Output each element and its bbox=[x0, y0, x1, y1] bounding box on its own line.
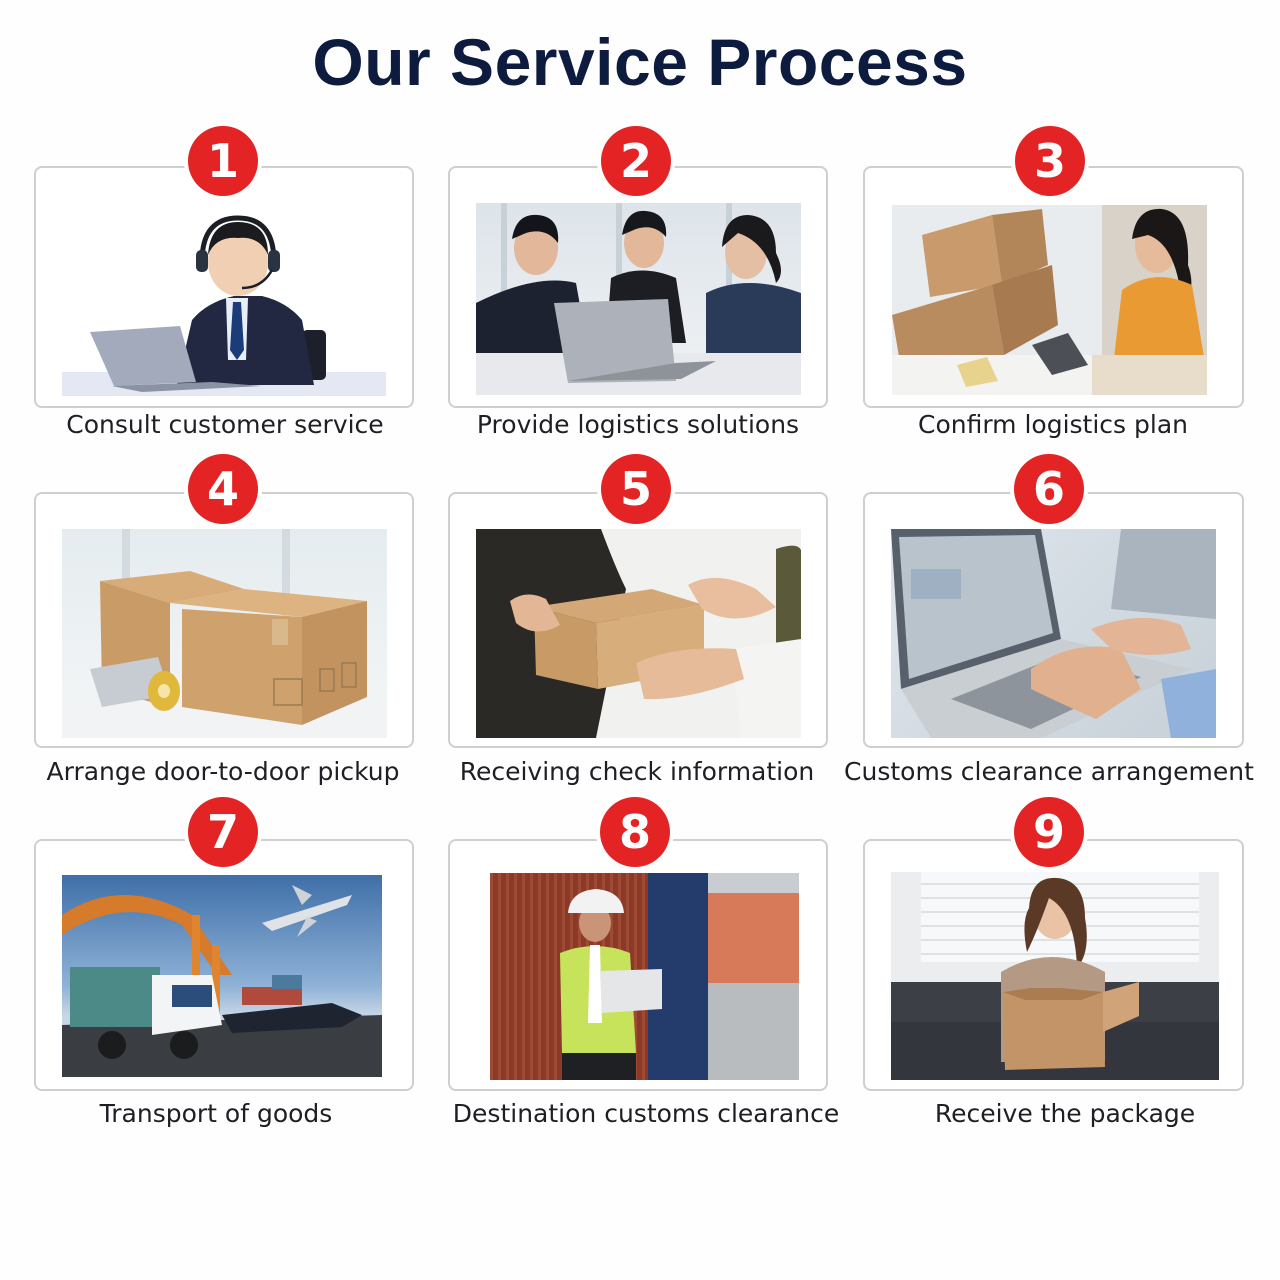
step-number-badge: 1 bbox=[188, 126, 258, 196]
step-label: Customs clearance arrangement bbox=[844, 757, 1254, 786]
step-number-badge: 6 bbox=[1014, 454, 1084, 524]
step-image bbox=[891, 529, 1216, 738]
step-label: Receive the package bbox=[934, 1099, 1196, 1128]
step-image bbox=[891, 872, 1219, 1080]
step-label: Destination customs clearance bbox=[452, 1099, 840, 1128]
step-image bbox=[476, 529, 801, 738]
page-title: Our Service Process bbox=[312, 25, 968, 99]
step-number-badge: 3 bbox=[1015, 126, 1085, 196]
step-number-badge: 8 bbox=[600, 797, 670, 867]
step-label: Consult customer service bbox=[66, 410, 384, 439]
step-image bbox=[490, 873, 799, 1080]
step-number-badge: 5 bbox=[601, 454, 671, 524]
step-image bbox=[62, 210, 386, 396]
step-number-badge: 9 bbox=[1014, 797, 1084, 867]
step-label: Confirm logistics plan bbox=[917, 410, 1188, 439]
step-image bbox=[476, 203, 801, 395]
step-label: Receiving check information bbox=[459, 757, 815, 786]
step-image bbox=[62, 875, 382, 1077]
step-label: Arrange door-to-door pickup bbox=[46, 757, 400, 786]
step-image bbox=[62, 529, 387, 738]
step-number-badge: 4 bbox=[188, 454, 258, 524]
step-number-badge: 2 bbox=[601, 126, 671, 196]
step-label: Provide logistics solutions bbox=[476, 410, 800, 439]
step-image bbox=[892, 205, 1207, 395]
step-number-badge: 7 bbox=[188, 797, 258, 867]
step-label: Transport of goods bbox=[99, 1099, 333, 1128]
